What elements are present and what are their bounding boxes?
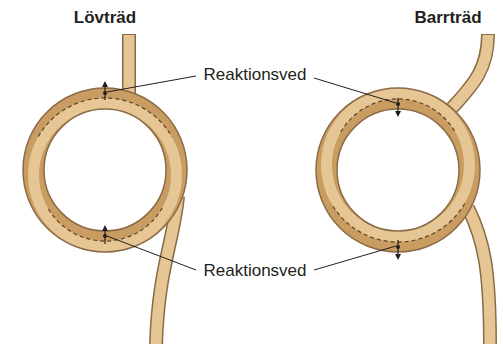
leader-dot	[103, 91, 400, 249]
part-label: Reaktionsved	[203, 261, 306, 281]
looped-branch	[23, 88, 187, 252]
looped-branch	[316, 88, 480, 252]
column-heading: Barrträd	[414, 8, 481, 28]
leader-line	[107, 76, 396, 270]
part-label: Reaktionsved	[203, 65, 306, 85]
force-arrow	[105, 84, 398, 257]
column-heading: Lövträd	[74, 8, 136, 28]
